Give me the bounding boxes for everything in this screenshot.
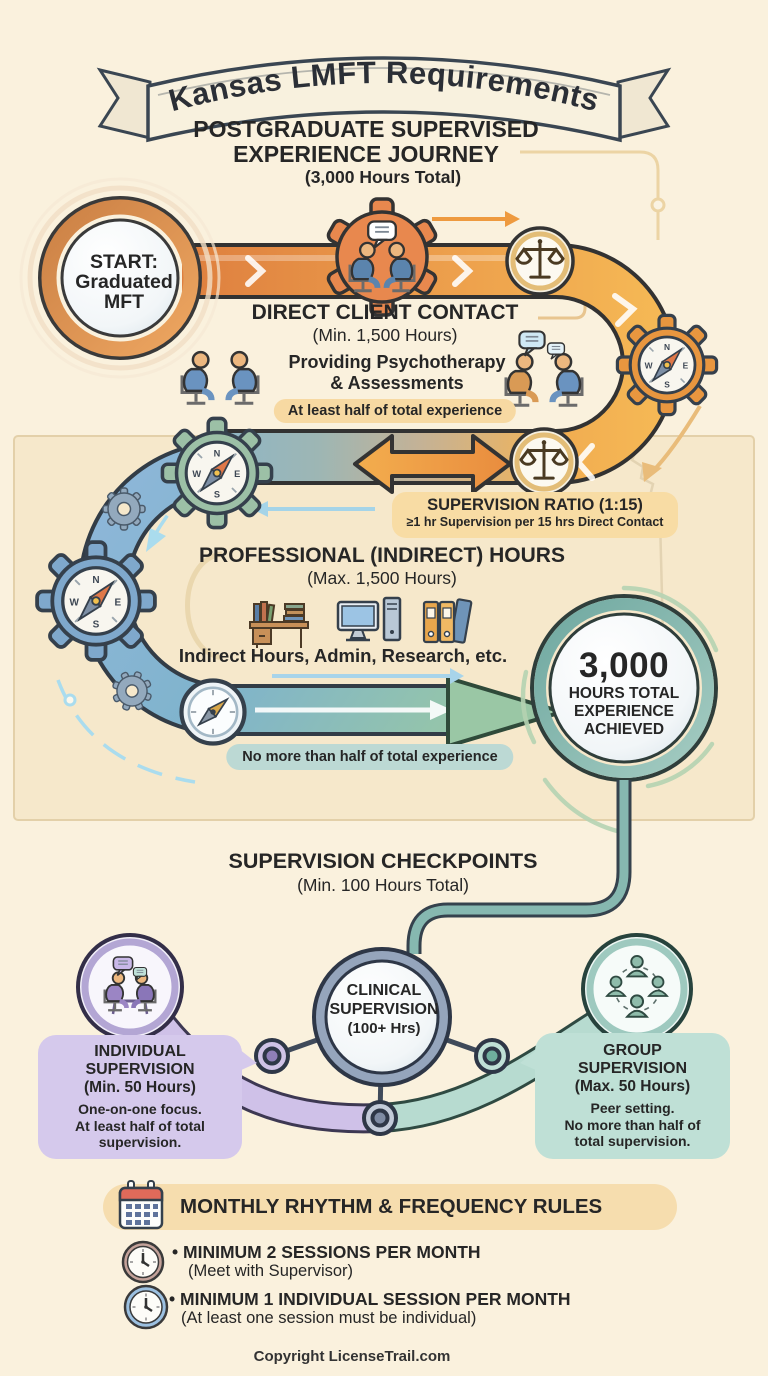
monthly-title-pill: [103, 1184, 677, 1230]
indirect-note-pill: No more than half of total experience: [226, 744, 514, 770]
indirect-title: PROFESSIONAL (INDIRECT) HOURS: [199, 544, 565, 567]
one-on-one-table-icon: [76, 933, 184, 1041]
subtitle-total: (3,000 Hours Total): [304, 167, 462, 187]
rule-2: • MINIMUM 1 INDIVIDUAL SESSION PER MONTH: [169, 1289, 571, 1310]
individual-supervision-box: INDIVIDUAL SUPERVISION (Min. 50 Hours) O…: [38, 1035, 257, 1159]
gear-compass-green: [160, 416, 274, 530]
therapy-session-gear-icon: [326, 197, 438, 317]
clinical-supervision-circle: [312, 947, 452, 1087]
group-desc3: total supervision.: [574, 1133, 691, 1149]
monthly-title: MONTHLY RHYTHM & FREQUENCY RULES: [180, 1195, 603, 1218]
rule-1-detail: (Meet with Supervisor): [188, 1262, 354, 1280]
total-hours-circle: [520, 585, 719, 836]
hub-line3: (100+ Hrs): [347, 1020, 421, 1037]
group-title1: GROUP: [603, 1042, 662, 1059]
clients-in-session-right: [506, 330, 582, 406]
individual-desc3: supervision.: [98, 1134, 182, 1150]
group-desc1: Peer setting.: [590, 1100, 675, 1116]
indirect-desc: Indirect Hours, Admin, Research, etc.: [178, 645, 508, 666]
rule-2-bold: MINIMUM 1 INDIVIDUAL SESSION PER MONTH: [180, 1289, 571, 1309]
direct-desc2: & Assessments: [330, 373, 464, 393]
subtitle-line2: EXPERIENCE JOURNEY: [233, 141, 499, 167]
group-supervision-box: GROUP SUPERVISION (Max. 50 Hours) Peer s…: [520, 1033, 730, 1159]
binders-icon: [422, 598, 473, 644]
hub-line2: SUPERVISION: [329, 1001, 439, 1018]
individual-title1: INDIVIDUAL: [94, 1043, 186, 1060]
total-line3: ACHIEVED: [583, 721, 665, 738]
checkpoints-hours: (Min. 100 Hours Total): [297, 875, 469, 895]
total-value: 3,000: [578, 646, 670, 685]
footer-copyright: Copyright LicenseTrail.com: [253, 1348, 451, 1365]
ratio-title: SUPERVISION RATIO (1:15): [427, 496, 643, 514]
start-line3: MFT: [103, 291, 145, 313]
scales-checkpoint-top: [505, 226, 575, 296]
individual-desc2: At least half of total: [75, 1117, 205, 1134]
direct-desc1: Providing Psychotherapy: [288, 352, 506, 372]
direct-hours: (Min. 1,500 Hours): [312, 325, 458, 345]
direct-title: DIRECT CLIENT CONTACT: [251, 301, 519, 324]
group-title2: SUPERVISION: [577, 1060, 688, 1077]
indirect-hours: (Max. 1,500 Hours): [307, 568, 457, 588]
ratio-detail: ≥1 hr Supervision per 15 hrs Direct Cont…: [406, 515, 664, 529]
rule-2-detail: (At least one session must be individual…: [181, 1309, 477, 1327]
clients-in-session-left: [182, 352, 258, 403]
group-desc2: No more than half of: [564, 1116, 701, 1133]
compass-small: [182, 681, 245, 744]
start-line2: Graduated: [75, 271, 173, 293]
start-line1: START:: [90, 251, 158, 273]
group-of-people-icon: [581, 933, 693, 1045]
start-milestone-circle: [19, 177, 221, 379]
total-line2: EXPERIENCE: [574, 703, 674, 720]
gear-compass-blue: [35, 540, 157, 662]
rule-1: • MINIMUM 2 SESSIONS PER MONTH: [172, 1242, 481, 1263]
subtitle-line1: POSTGRADUATE SUPERVISED: [193, 116, 539, 142]
desk-with-books-icon: [249, 601, 309, 648]
calendar-icon: [118, 1180, 164, 1230]
gear-small-top: [102, 487, 146, 531]
hub-line1: CLINICAL: [346, 982, 422, 999]
scales-checkpoint-bottom: [509, 427, 579, 497]
desktop-computer-icon: [336, 596, 402, 642]
clock-icon: [123, 1284, 169, 1330]
guide-arrows: [252, 404, 702, 684]
individual-hours: (Min. 50 Hours): [84, 1079, 196, 1096]
checkpoint-connector: [406, 780, 632, 954]
total-line1: HOURS TOTAL: [568, 685, 680, 702]
direct-note-pill: At least half of total experience: [273, 399, 517, 423]
rule-1-bold: MINIMUM 2 SESSIONS PER MONTH: [183, 1242, 481, 1262]
rule-1-bullet: •: [172, 1242, 179, 1262]
group-hours: (Max. 50 Hours): [574, 1078, 691, 1095]
ratio-pill: SUPERVISION RATIO (1:15) ≥1 hr Supervisi…: [392, 492, 678, 538]
individual-title2: SUPERVISION: [85, 1061, 195, 1078]
rule-2-bullet: •: [169, 1289, 176, 1309]
individual-desc1: One-on-one focus.: [78, 1101, 202, 1117]
checkpoints-title: SUPERVISION CHECKPOINTS: [228, 849, 538, 873]
gear-compass-orange: [615, 313, 719, 417]
clock-icon: [121, 1240, 165, 1284]
